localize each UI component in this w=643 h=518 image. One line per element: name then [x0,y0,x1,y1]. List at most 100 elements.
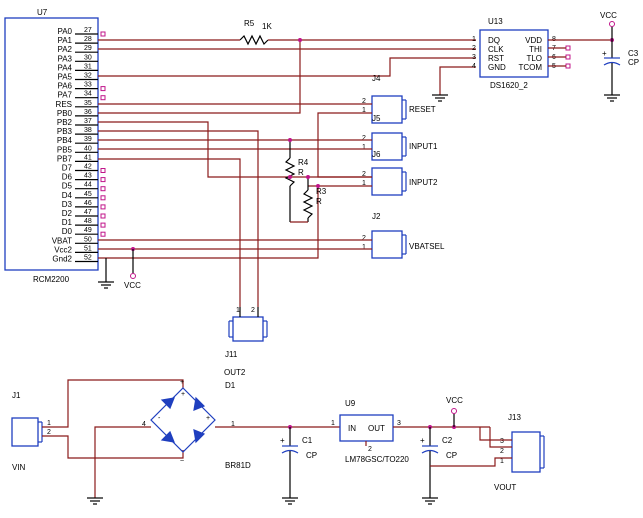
pin-marker-tlo [565,54,571,60]
r3-resistor: R3 R [302,177,327,222]
c1-ref: C1 [302,436,313,445]
u7-pin-d5: D5 [62,182,73,191]
u7-pin-number: 40 [84,145,92,152]
svg-text:1: 1 [231,421,235,428]
j6-name: INPUT2 [409,178,438,187]
u7-pin-pa2: PA2 [57,45,72,54]
ground-symbol-u7 [98,281,114,289]
u7-pin-d4: D4 [62,191,73,200]
u13-pin-dq: DQ [488,36,500,45]
r5-ref: R5 [244,19,255,28]
svg-text:+: + [206,415,210,422]
u7-pin-number: 32 [84,73,92,80]
unused-pin-marker [100,86,106,92]
svg-text:3: 3 [397,420,401,427]
u7-pin-pa1: PA1 [57,36,72,45]
u7-pin-number: 36 [84,109,92,116]
u13-body [479,29,549,78]
ground-symbol-u13 [432,94,448,102]
junction-gnd2 [316,184,320,188]
u7-pin-number: 47 [84,209,92,216]
r3-ref: R3 [316,187,327,196]
u13-pin-number: 4 [472,63,476,70]
unused-pin-marker [100,222,106,228]
j2-ref: J2 [372,212,381,221]
u7-part: RCM2200 [33,275,70,284]
u7-pin-number: 50 [84,236,92,243]
u7-pin-pb4: PB4 [57,136,73,145]
wire-gnd2 [98,186,319,259]
u7-pin-pb0: PB0 [57,109,73,118]
j5-name: INPUT1 [409,142,438,151]
svg-text:1: 1 [236,307,240,314]
u7-pin-res: RES [56,100,72,109]
u7-pin-number: 34 [84,91,92,98]
j2-connector: J2 2 1 VBATSEL [362,212,445,259]
u13-pin-tcom: TCOM [518,63,542,72]
u7-pin-number: 49 [84,227,92,234]
j2-name: VBATSEL [409,242,445,251]
u7-pin-pb3: PB3 [57,127,73,136]
junction-r4-mid [288,175,292,179]
vcc-node-u13 [609,21,615,27]
d1-ref: D1 [225,381,236,390]
svg-text:4: 4 [142,421,146,428]
u13-pin-gnd: GND [488,63,506,72]
svg-text:+: + [181,391,185,398]
unused-pin-marker [100,195,106,201]
u7-pin-number: 31 [84,63,92,70]
r4-value: R [298,168,304,177]
u9-ref: U9 [345,399,356,408]
j11-connector: 1 2 J11 OUT2 [224,307,268,377]
u7-pin-pb2: PB2 [57,118,73,127]
svg-text:+: + [180,379,184,386]
u7-pin-pb7: PB7 [57,154,73,163]
unused-pin-marker [100,204,106,210]
j4-ref: J4 [372,74,381,83]
u7-pin-d0: D0 [62,227,73,236]
svg-text:+: + [420,436,425,445]
pin-marker-thi [565,45,571,51]
wire-vout-2 [489,427,512,448]
u7-pin-number: 42 [84,164,92,171]
c3-ref: C3 [628,49,639,58]
u13-pin-tlo: TLO [526,54,542,63]
unused-pin-marker [100,168,106,173]
u7-pin-number: 33 [84,82,92,89]
unused-pin-marker [100,95,106,101]
j11-ref: J11 [225,350,238,359]
c3-plus: + [602,49,607,58]
svg-text:+: + [280,436,285,445]
u7-pin-d7: D7 [62,164,73,173]
unused-pin-marker [100,213,106,219]
u7-body [4,17,99,271]
svg-text:2: 2 [362,98,366,105]
j6-ref: J6 [372,150,381,159]
u7-ref: U7 [37,8,48,17]
u7-pin-number: 38 [84,127,92,134]
wire-bridge-minus [94,426,151,498]
svg-text:2: 2 [251,307,255,314]
u13-pin-vdd: VDD [525,36,542,45]
c1-value: CP [306,451,317,460]
svg-text:2: 2 [362,135,366,142]
j5-ref: J5 [372,114,381,123]
c3-value: CP [628,58,639,67]
u7-pin-pa7: PA7 [57,91,72,100]
u13-pin-clk: CLK [488,45,504,54]
u7-pin-number: 29 [84,45,92,52]
u7-pin-number: 45 [84,191,92,198]
j1-name: VIN [12,463,26,472]
wire-pb2 [98,121,290,178]
j5-connector: J5 2 1 INPUT1 [362,114,438,161]
u7-pin-number: 37 [84,118,92,125]
svg-text:1: 1 [362,180,366,187]
vcc-node-out [451,408,457,414]
junction-dq [298,38,302,42]
d1-bridge-rectifier: D1 BR81D + ~ 4 1 - + + [142,379,251,470]
u7-pin-pa3: PA3 [57,54,72,63]
svg-text:2: 2 [362,235,366,242]
